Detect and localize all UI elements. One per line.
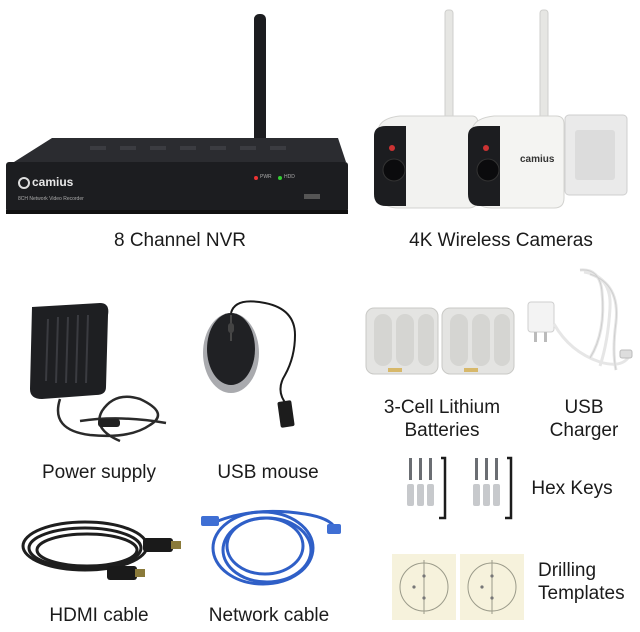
templates-label-line1: Drilling — [538, 560, 597, 581]
nvr-subtitle: 8CH Network Video Recorder — [18, 196, 84, 202]
usb-mouse-product — [195, 295, 325, 430]
hex-keys-product — [395, 452, 525, 524]
power-supply-product — [20, 295, 180, 455]
camera2-brand-logo: camius — [520, 154, 555, 165]
charger-product — [520, 262, 638, 382]
nvr-label: 8 Channel NVR — [113, 230, 247, 251]
usb-mouse-image — [203, 300, 297, 428]
cameras-product: camius camius — [360, 0, 640, 230]
hdmi-cable-product — [15, 512, 185, 590]
charger-label-line2: Charger — [549, 420, 619, 441]
network-cable-image — [201, 509, 341, 586]
hex-keys-label: Hex Keys — [531, 478, 613, 499]
nvr-led-pwr: PWR — [260, 174, 272, 180]
network-cable-label: Network cable — [208, 605, 330, 626]
cameras-image — [374, 9, 628, 209]
batteries-label-line1: 3-Cell Lithium — [383, 397, 501, 418]
charger-label: USB Charger — [532, 396, 636, 442]
nvr-image — [6, 14, 348, 214]
batteries-label-line2: Batteries — [404, 420, 480, 441]
nvr-product: camius 8CH Network Video Recorder PWR HD… — [0, 0, 360, 230]
power-supply-label: Power supply — [41, 462, 157, 483]
usb-mouse-label: USB mouse — [217, 462, 319, 483]
drilling-templates-product — [392, 554, 524, 620]
power-supply-image — [30, 303, 167, 443]
hdmi-cable-image — [21, 520, 181, 580]
drilling-templates-image — [392, 554, 524, 620]
batteries-label: 3-Cell Lithium Batteries — [360, 396, 524, 442]
network-cable-product — [195, 502, 345, 592]
nvr-brand-logo: camius — [32, 175, 74, 189]
batteries-product — [360, 300, 520, 382]
nvr-led-hdd: HDD — [284, 174, 295, 180]
hex-keys-image — [407, 456, 513, 520]
charger-image — [527, 268, 633, 371]
hdmi-cable-label: HDMI cable — [49, 605, 149, 626]
batteries-image — [365, 307, 515, 375]
charger-label-line1: USB — [564, 397, 604, 418]
templates-label-line2: Templates — [538, 583, 625, 604]
cameras-label: 4K Wireless Cameras — [409, 230, 593, 251]
drilling-templates-label: Drilling Templates — [528, 559, 636, 605]
